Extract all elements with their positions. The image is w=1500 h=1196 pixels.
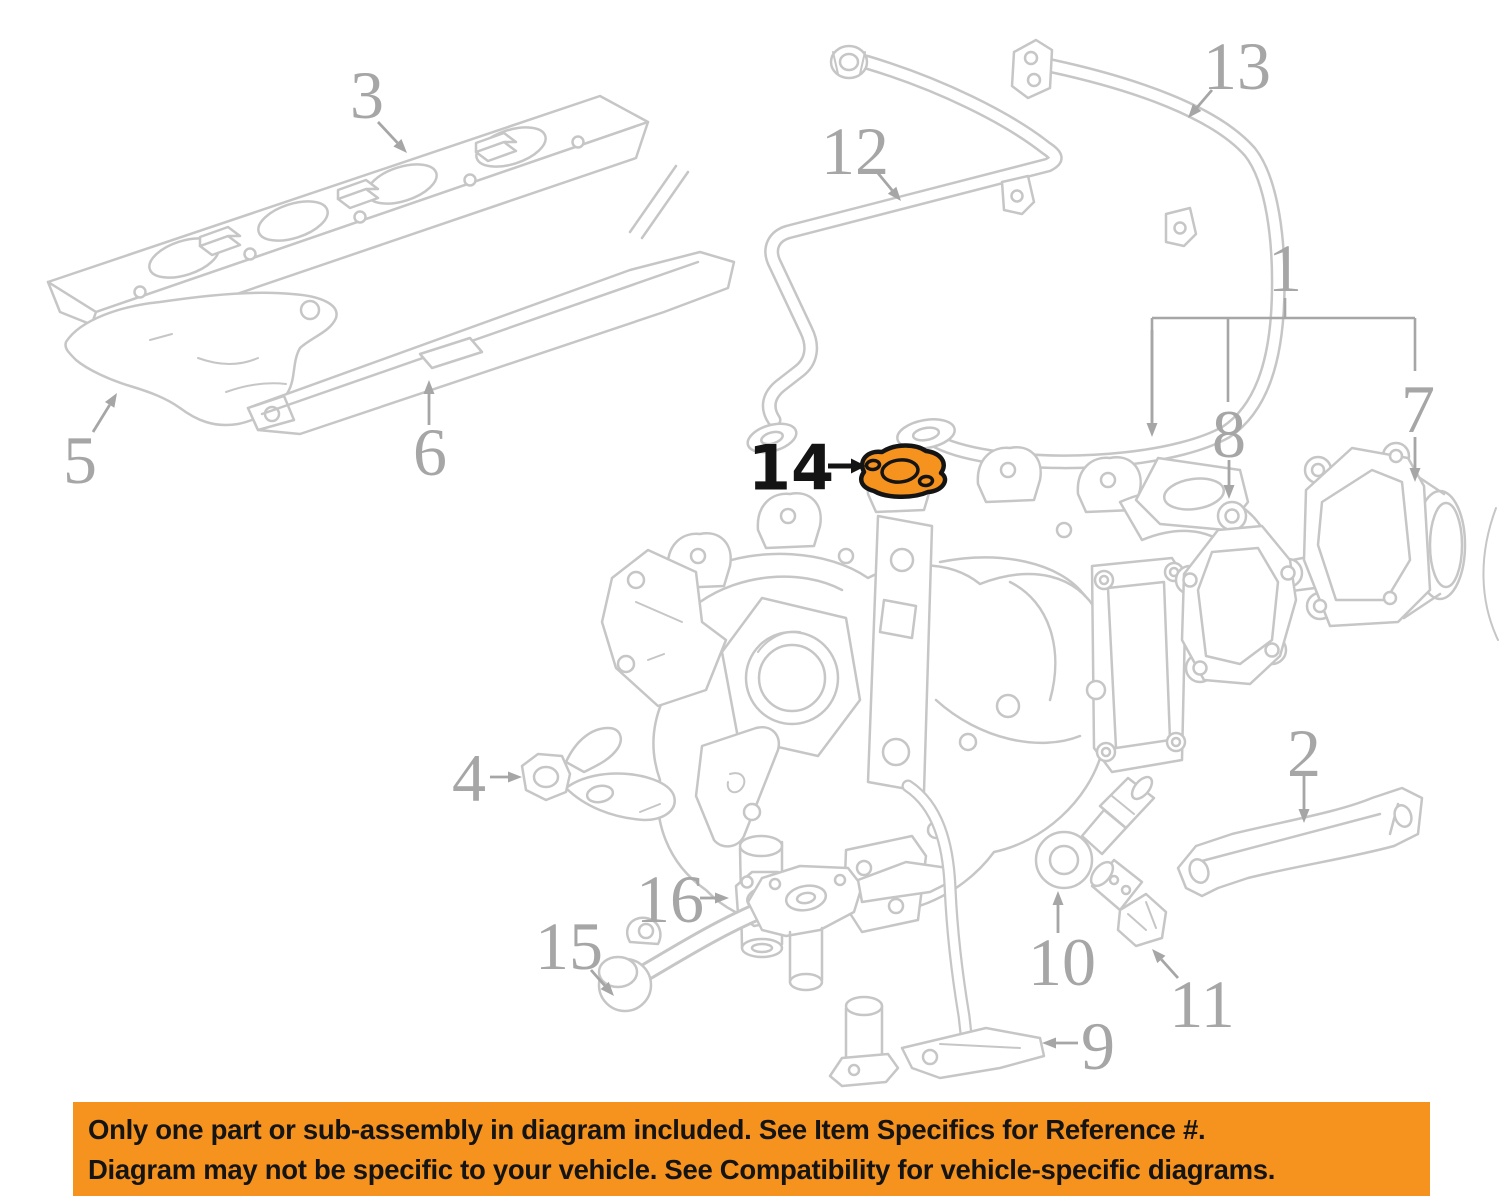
part-label-11: 11 [1169, 966, 1234, 1042]
notice-line-2: Diagram may not be specific to your vehi… [88, 1154, 1276, 1185]
part-label-10: 10 [1028, 924, 1096, 1000]
part-5-arrow [91, 404, 111, 433]
banjo-fitting-part-10 [1034, 775, 1156, 890]
part-8-arrowhead [1223, 485, 1235, 499]
part-label-2: 2 [1287, 715, 1321, 791]
part-11-arrowhead [1152, 949, 1166, 964]
exhaust-manifold-part-3 [46, 94, 690, 348]
oil-pipe-part-15 [597, 860, 956, 1013]
part-16-arrowhead [715, 892, 729, 904]
heat-shield-part-5 [64, 291, 338, 427]
part-label-5: 5 [63, 422, 97, 498]
outlet-flange-part-7 [1302, 441, 1499, 641]
notice-line-1: Only one part or sub-assembly in diagram… [88, 1114, 1206, 1145]
part-13-arrow [1196, 89, 1214, 109]
part-label-12: 12 [821, 113, 889, 189]
part-label-7: 7 [1401, 371, 1435, 447]
coolant-pipe-part-12 [746, 44, 1063, 454]
gasket-part-8 [1174, 500, 1304, 686]
part-1-leader-lines [1150, 298, 1417, 424]
notice-banner: Only one part or sub-assembly in diagram… [73, 1102, 1430, 1196]
part-3-arrowhead [393, 139, 407, 153]
part-6-arrowhead [423, 380, 435, 394]
part-15-arrowhead [600, 981, 614, 996]
part-label-13: 13 [1203, 28, 1271, 104]
part-12-arrow [875, 171, 894, 192]
part-12-arrowhead [887, 186, 901, 201]
nut-bracket-part-4 [520, 726, 676, 822]
part-7-arrowhead [1409, 468, 1421, 482]
part-label-14: 14 [748, 432, 834, 505]
part-5-arrowhead [104, 393, 117, 408]
part-label-6: 6 [413, 414, 447, 490]
turbocharger-assembly-part-1 [600, 446, 1360, 959]
part-2-arrowhead [1298, 809, 1310, 823]
bolt-part-11 [1089, 858, 1168, 948]
bracket-part-2 [1176, 786, 1424, 898]
part-label-9: 9 [1081, 1008, 1115, 1084]
part-10-arrowhead [1052, 891, 1064, 905]
highlighted-gasket-part-14 [859, 443, 948, 499]
part-15-arrow [589, 969, 606, 987]
part-11-arrow [1160, 958, 1180, 979]
part-label-1: 1 [1268, 230, 1302, 306]
part-3-arrow [376, 121, 399, 144]
part-label-4: 4 [452, 740, 486, 816]
part-label-16: 16 [636, 861, 704, 937]
oil-return-pipe-part-9 [828, 779, 1046, 1088]
heat-shield-part-6 [246, 250, 736, 436]
part-13-arrowhead [1188, 103, 1202, 118]
part-label-15: 15 [535, 908, 603, 984]
part-label-8: 8 [1212, 396, 1246, 472]
part-9-arrowhead [1042, 1037, 1056, 1049]
part-label-3: 3 [350, 57, 384, 133]
part-4-arrowhead [508, 771, 522, 783]
part-1-bracket-arrow-arrowhead [1146, 423, 1158, 437]
part-14-arrowhead [851, 458, 866, 474]
